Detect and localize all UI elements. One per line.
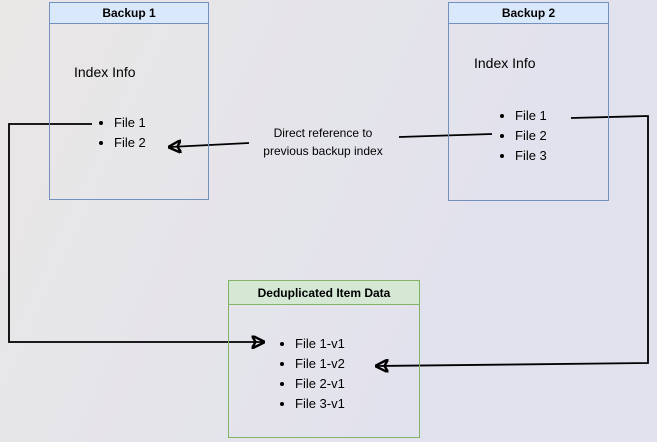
direct-reference-annotation: Direct reference to previous backup inde… bbox=[263, 126, 383, 158]
dedup-header: Deduplicated Item Data bbox=[229, 281, 419, 305]
backup1-index-info-label: Index Info bbox=[74, 64, 136, 80]
dedup-box: Deduplicated Item Data File 1-v1File 1-v… bbox=[228, 280, 420, 438]
file-item: File 1 bbox=[114, 113, 146, 133]
file-item: File 1 bbox=[515, 106, 547, 126]
file-item: File 2-v1 bbox=[295, 374, 345, 394]
dedup-title: Deduplicated Item Data bbox=[257, 285, 391, 300]
backup2-file-list: File 1File 2File 3 bbox=[501, 106, 547, 166]
backup1-title: Backup 1 bbox=[102, 6, 156, 20]
backup2-index-info-label: Index Info bbox=[474, 55, 536, 71]
dedup-file-list: File 1-v1File 1-v2File 2-v1File 3-v1 bbox=[281, 334, 345, 414]
file-item: File 3-v1 bbox=[295, 394, 345, 414]
backup2-header: Backup 2 bbox=[449, 3, 608, 24]
backup2-box: Backup 2 Index Info File 1File 2File 3 bbox=[448, 2, 609, 201]
backup1-file-list: File 1File 2 bbox=[100, 113, 146, 153]
file-item: File 3 bbox=[515, 146, 547, 166]
file-item: File 1-v1 bbox=[295, 334, 345, 354]
backup1-header: Backup 1 bbox=[50, 3, 208, 24]
backup1-box: Backup 1 Index Info File 1File 2 bbox=[49, 2, 209, 200]
file-item: File 2 bbox=[114, 133, 146, 153]
backup2-title: Backup 2 bbox=[501, 6, 556, 20]
file-item: File 1-v2 bbox=[295, 354, 345, 374]
file-item: File 2 bbox=[515, 126, 547, 146]
